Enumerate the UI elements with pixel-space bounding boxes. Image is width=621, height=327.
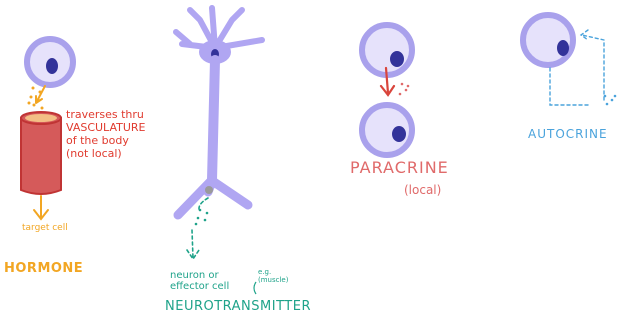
neuron-axon	[212, 60, 215, 180]
blood-vessel	[21, 112, 61, 194]
paracrine-particles	[399, 83, 410, 96]
eg-muscle-label: e.g. (muscle)	[258, 268, 288, 284]
paracrine-panel	[362, 25, 412, 155]
target-cell-label: target cell	[22, 224, 68, 233]
autocrine-cell	[523, 15, 573, 65]
neuron-body	[176, 8, 262, 215]
neurotransmitter-particles	[195, 209, 209, 226]
autocrine-label: AUTOCRINE	[528, 128, 608, 140]
hormone-label: HORMONE	[4, 262, 83, 275]
neuron-panel	[176, 8, 262, 294]
synaptic-terminal	[205, 186, 213, 194]
paracrine-label: PARACRINE	[350, 160, 449, 176]
secreting-cell-nucleus	[46, 58, 58, 74]
paracrine-source-cell	[362, 25, 412, 75]
local-label: (local)	[404, 184, 441, 196]
autocrine-particles	[604, 95, 617, 106]
autocrine-panel	[523, 15, 616, 105]
axon-terminals	[178, 182, 248, 215]
neuron-or-effector-label: neuron or effector cell	[170, 270, 229, 292]
neurotransmitter-label: NEUROTRANSMITTER	[165, 300, 311, 313]
secreting-cell	[27, 39, 73, 85]
to-target-arrow	[34, 196, 48, 219]
hormone-release-arrow	[36, 86, 45, 103]
effector-bracket	[254, 282, 256, 294]
paracrine-target-cell	[362, 105, 412, 155]
vasculature-note: traverses thru VASCULATURE of the body (…	[66, 108, 145, 160]
